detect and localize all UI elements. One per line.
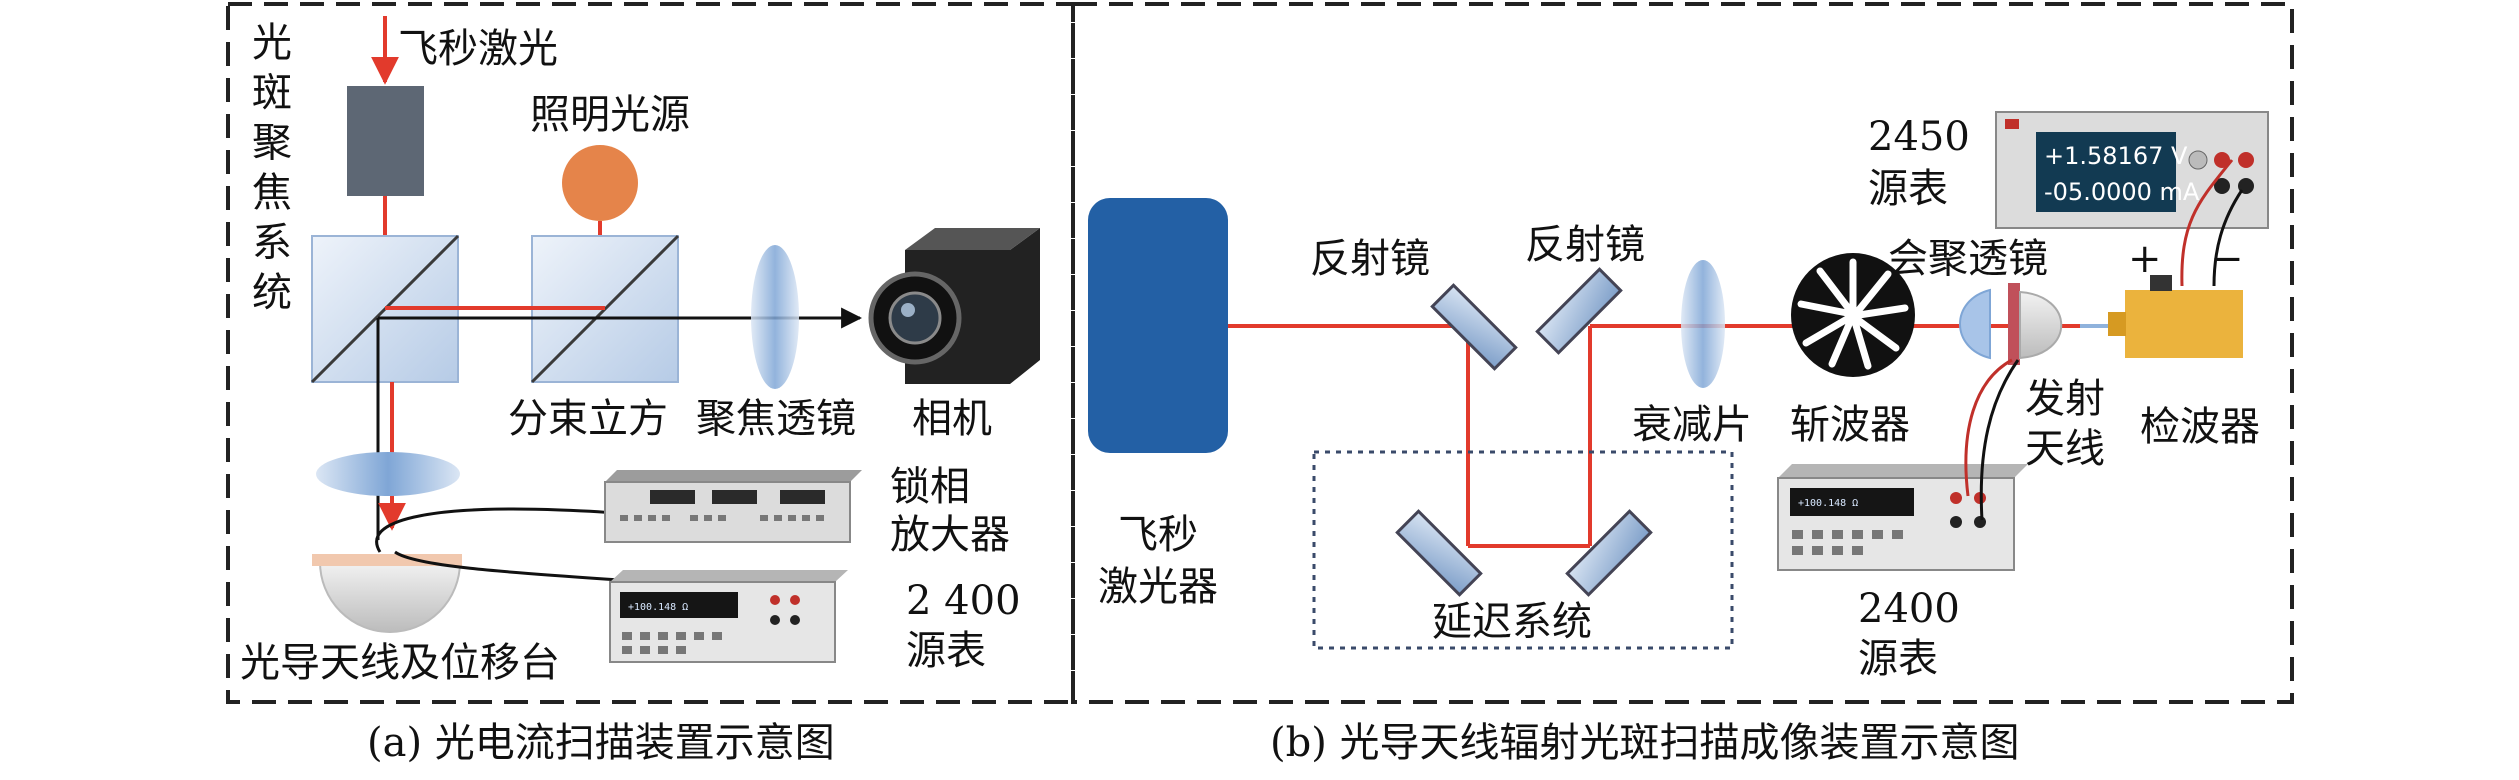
camera-label: 相机 <box>912 396 992 442</box>
focusing-lens-label: 聚焦透镜 <box>696 396 856 442</box>
antenna-label-line-1: 发射 <box>2025 376 2105 422</box>
vertical-label-char-4: 系 <box>252 220 292 266</box>
meter-2450-label-line-2: 源表 <box>1868 166 1948 212</box>
sample-dome <box>318 561 462 633</box>
lock-in-label-line-2: 放大器 <box>890 512 1010 558</box>
antenna-label-line-2: 天线 <box>2025 426 2105 472</box>
cable-to-lockin <box>375 503 651 553</box>
meter-2450-label-line-1: 2450 <box>1868 114 1970 160</box>
fs-laser-block-a <box>347 86 424 196</box>
source-meter-a-line-1: 2 400 <box>906 578 1021 624</box>
panel-b-frame <box>1071 2 2294 704</box>
illumination-label: 照明光源 <box>530 92 690 138</box>
panel-a-vertical-label: 光 斑 聚 焦 系 统 <box>252 20 292 316</box>
camera-icon <box>868 228 1040 384</box>
meter-2450-current: -05.0000 mA <box>2044 178 2200 206</box>
delay-mirror-1 <box>1395 509 1483 597</box>
chopper-wheel-icon <box>1791 253 1915 377</box>
chopper-label: 斩波器 <box>1790 402 1910 448</box>
caption-b: (b) 光导天线辐射光斑扫描成像装置示意图 <box>1270 720 2020 766</box>
delay-system-label: 延迟系统 <box>1432 599 1592 645</box>
meter-b-display: +100.148 Ω <box>1798 498 1858 509</box>
meter-2450-voltage: +1.58167 V <box>2044 142 2188 170</box>
converging-lens-label: 会聚透镜 <box>1888 236 2048 282</box>
fs-laser-b-line-1: 飞秒 <box>1118 512 1198 558</box>
vertical-label-char-0: 光 <box>252 20 292 66</box>
attenuator <box>1681 260 1725 388</box>
cable-2450-black <box>2212 189 2244 287</box>
stage-label: 光导天线及位移台 <box>240 640 560 686</box>
source-meter-a-line-2: 源表 <box>906 628 986 674</box>
fs-laser-b-line-2: 激光器 <box>1098 564 1218 610</box>
mirror-2 <box>1535 267 1623 355</box>
source-meter-2400-a-icon: +100.148 Ω <box>609 570 848 663</box>
source-meter-2450-icon: +1.58167 V -05.0000 mA <box>1995 111 2269 229</box>
vertical-label-char-2: 聚 <box>252 120 292 166</box>
mirror-1-label: 反射镜 <box>1310 236 1430 282</box>
cable-2400-black <box>1979 359 2020 521</box>
converging-lens <box>1959 288 1991 360</box>
objective-lens <box>316 452 460 496</box>
source-meter-2400-b-icon: +100.148 Ω <box>1777 464 2028 571</box>
illumination-source <box>562 145 638 221</box>
antenna-dome <box>2019 290 2063 360</box>
caption-a: (a) 光电流扫描装置示意图 <box>367 720 835 766</box>
fs-laser-block-b <box>1088 198 1228 453</box>
delay-mirror-2 <box>1565 509 1653 597</box>
vertical-label-char-5: 统 <box>252 270 292 316</box>
delay-system-box <box>1312 450 1734 650</box>
attenuator-label: 衰减片 <box>1632 402 1752 448</box>
detector-label: 检波器 <box>2140 404 2260 450</box>
emitting-antenna <box>2008 283 2020 365</box>
meter-a-display: +100.148 Ω <box>628 602 688 613</box>
cable-2400-red <box>1964 358 2013 497</box>
lock-in-label-line-1: 锁相 <box>890 464 970 510</box>
cable-2450-red <box>2180 159 2234 287</box>
meter-2400-b-line-1: 2400 <box>1858 586 1960 632</box>
fs-laser-label: 飞秒激光 <box>398 26 558 72</box>
meter-2400-b-line-2: 源表 <box>1858 636 1938 682</box>
vertical-label-char-3: 焦 <box>252 170 292 216</box>
mirror-1 <box>1430 283 1518 371</box>
lock-in-amplifier-icon <box>604 470 862 543</box>
vertical-label-char-1: 斑 <box>252 70 292 116</box>
mirror-2-label: 反射镜 <box>1525 222 1645 268</box>
panel-a-frame <box>226 2 1075 704</box>
detector-icon <box>2108 275 2243 358</box>
focusing-lens-a <box>751 245 799 389</box>
plus-sign: + <box>2128 236 2162 282</box>
beam-splitter-label: 分束立方 <box>508 396 668 442</box>
